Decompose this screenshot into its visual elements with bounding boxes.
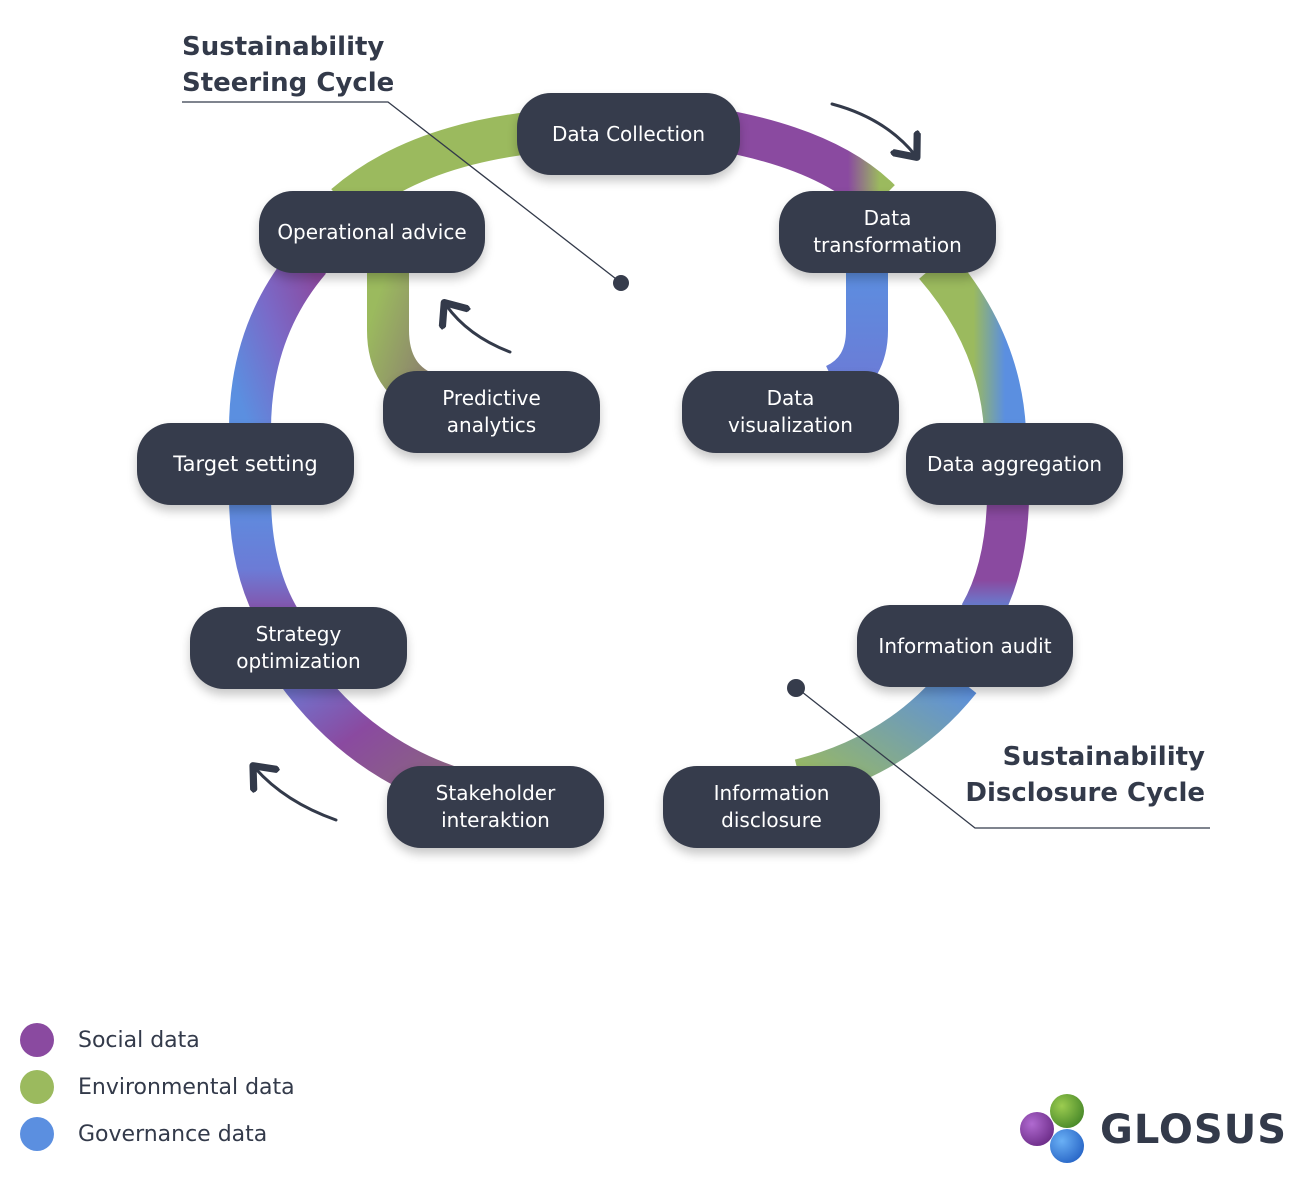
steering-title-line-2: Steering Cycle	[182, 68, 395, 98]
brand-logo: GLOSUS	[1020, 1095, 1287, 1165]
clockwise-arrow-icon	[830, 102, 915, 155]
node-label: Operational advice	[277, 219, 467, 244]
steering-title-line-1: Sustainability	[182, 32, 385, 62]
legend-label: Governance data	[78, 1121, 268, 1147]
steering-cycle-marker-dot	[613, 275, 629, 291]
disclosure-cycle-title: Sustainability Disclosure Cycle	[960, 739, 1205, 811]
node-data-aggregation: Data aggregation	[906, 423, 1123, 505]
legend-label: Social data	[78, 1027, 200, 1053]
node-label-line-2: visualization	[728, 413, 853, 437]
ring-segment-top-right	[716, 109, 895, 216]
inner-loop-arrow-icon	[446, 305, 512, 354]
disclosure-title-line-1: Sustainability	[1002, 742, 1205, 772]
ring-segment-left-upper	[229, 246, 327, 431]
node-data-collection: Data Collection	[517, 93, 740, 175]
node-operational-advice: Operational advice	[259, 191, 485, 273]
node-information-audit: Information audit	[857, 605, 1073, 687]
logo-green-dot	[1050, 1094, 1084, 1128]
brand-name: GLOSUS	[1100, 1107, 1287, 1153]
node-label-line-2: optimization	[236, 649, 361, 673]
ring-segment-left-lower	[229, 494, 299, 631]
node-data-visualization: Data visualization	[682, 371, 899, 453]
legend-item-governance: Governance data	[20, 1116, 267, 1152]
node-label-line-2: disclosure	[721, 808, 822, 832]
node-label-line-1: Data	[766, 386, 815, 410]
node-label-line-2: analytics	[446, 413, 537, 437]
node-label: Information audit	[878, 633, 1052, 658]
node-label-line-1: Stakeholder	[435, 781, 556, 805]
ring-segment-right-lower	[961, 499, 1029, 626]
node-label: Data Collection	[551, 121, 706, 146]
legend-item-social: Social data	[20, 1022, 200, 1058]
logo-purple-dot	[1020, 1112, 1054, 1146]
steering-title-leader-line	[182, 101, 621, 283]
node-data-transformation: Data transformation	[779, 191, 996, 273]
node-information-disclosure: Information disclosure	[663, 766, 880, 848]
steering-cycle-title: Sustainability Steering Cycle	[182, 29, 394, 101]
node-label-line-1: Predictive	[442, 386, 541, 410]
node-label-line-2: transformation	[813, 233, 962, 257]
node-label-line-1: Data	[863, 206, 912, 230]
ring-segment-right-upper	[918, 251, 1026, 432]
glosus-logo-mark	[1020, 1094, 1084, 1163]
social-data-swatch-icon	[20, 1023, 54, 1057]
node-label-line-2: interaktion	[441, 808, 550, 832]
governance-data-swatch-icon	[20, 1117, 54, 1151]
node-label: Data aggregation	[926, 451, 1103, 476]
node-stakeholder-interaktion: Stakeholder interaktion	[387, 766, 604, 848]
legend-item-environmental: Environmental data	[20, 1069, 295, 1105]
node-strategy-optimization: Strategy optimization	[190, 607, 407, 689]
legend-label: Environmental data	[78, 1074, 295, 1100]
lower-left-arrow-icon	[255, 768, 338, 822]
environmental-data-swatch-icon	[20, 1070, 54, 1104]
node-label: Target setting	[173, 451, 318, 476]
ring-segment-bottom-right	[794, 666, 977, 801]
node-predictive-analytics: Predictive analytics	[383, 371, 600, 453]
disclosure-cycle-marker-dot	[787, 679, 805, 697]
outer-cycle-ring	[229, 109, 1029, 839]
logo-blue-dot	[1050, 1129, 1084, 1163]
disclosure-title-line-2: Disclosure Cycle	[965, 778, 1205, 808]
disclosure-title-leader-line	[796, 687, 1210, 829]
node-target-setting: Target setting	[137, 423, 354, 505]
inner-segment-right	[825, 265, 888, 405]
node-label-line-1: Information	[713, 781, 830, 805]
node-label-line-1: Strategy	[255, 622, 342, 646]
